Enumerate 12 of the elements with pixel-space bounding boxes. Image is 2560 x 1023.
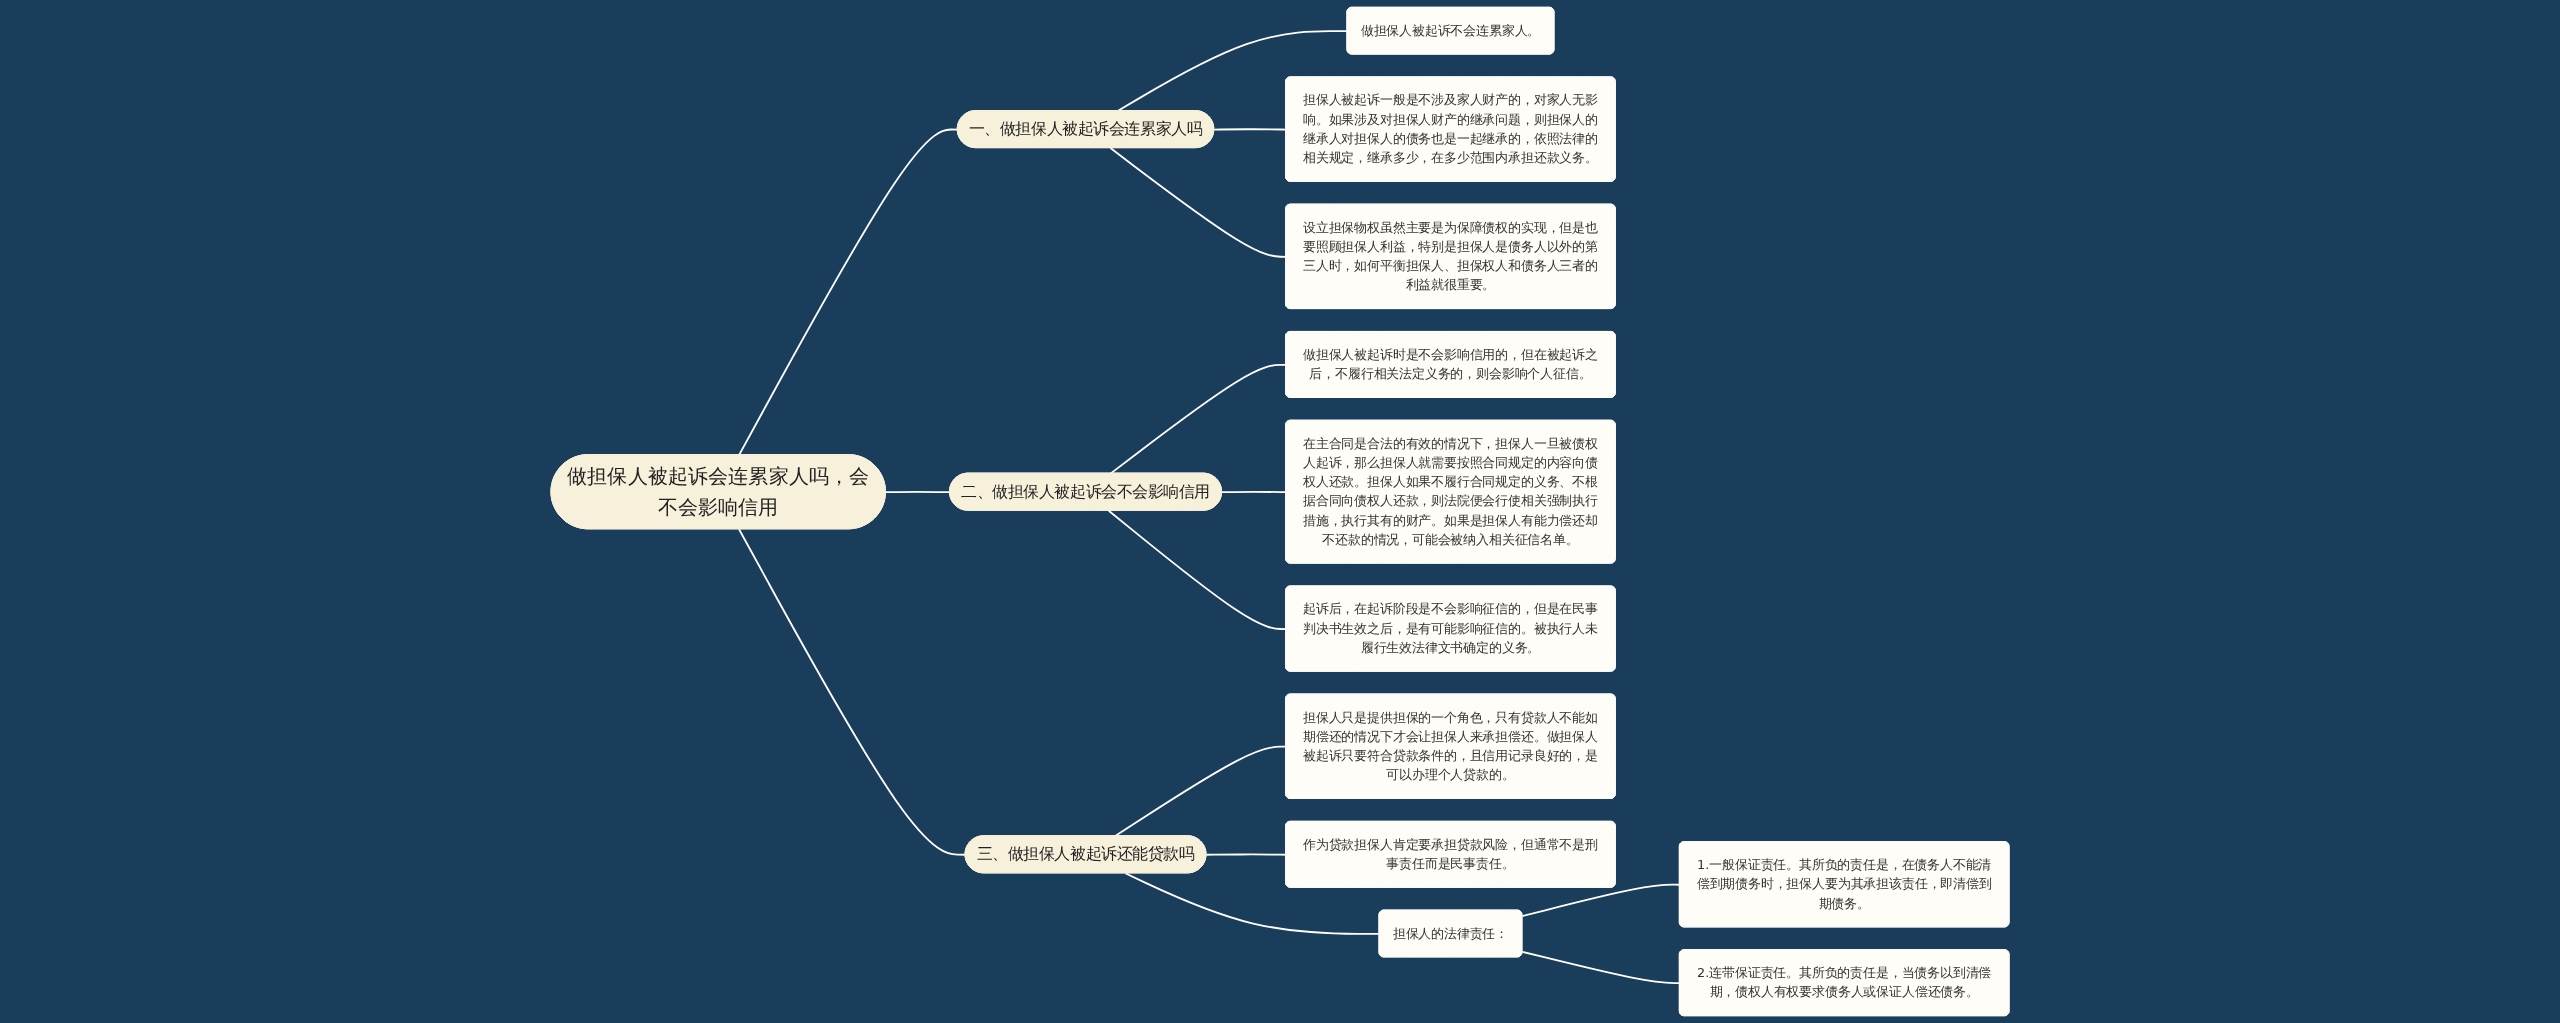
connector — [1205, 853, 1287, 856]
connector — [1107, 509, 1287, 630]
connector — [738, 128, 959, 456]
connector — [1521, 950, 1681, 985]
connector — [1109, 147, 1287, 258]
connector — [1109, 363, 1287, 475]
connector — [738, 528, 967, 856]
connector — [1521, 883, 1681, 917]
connector — [1124, 872, 1381, 935]
connector — [884, 490, 951, 494]
connector — [1213, 128, 1287, 131]
connector — [1221, 490, 1287, 494]
